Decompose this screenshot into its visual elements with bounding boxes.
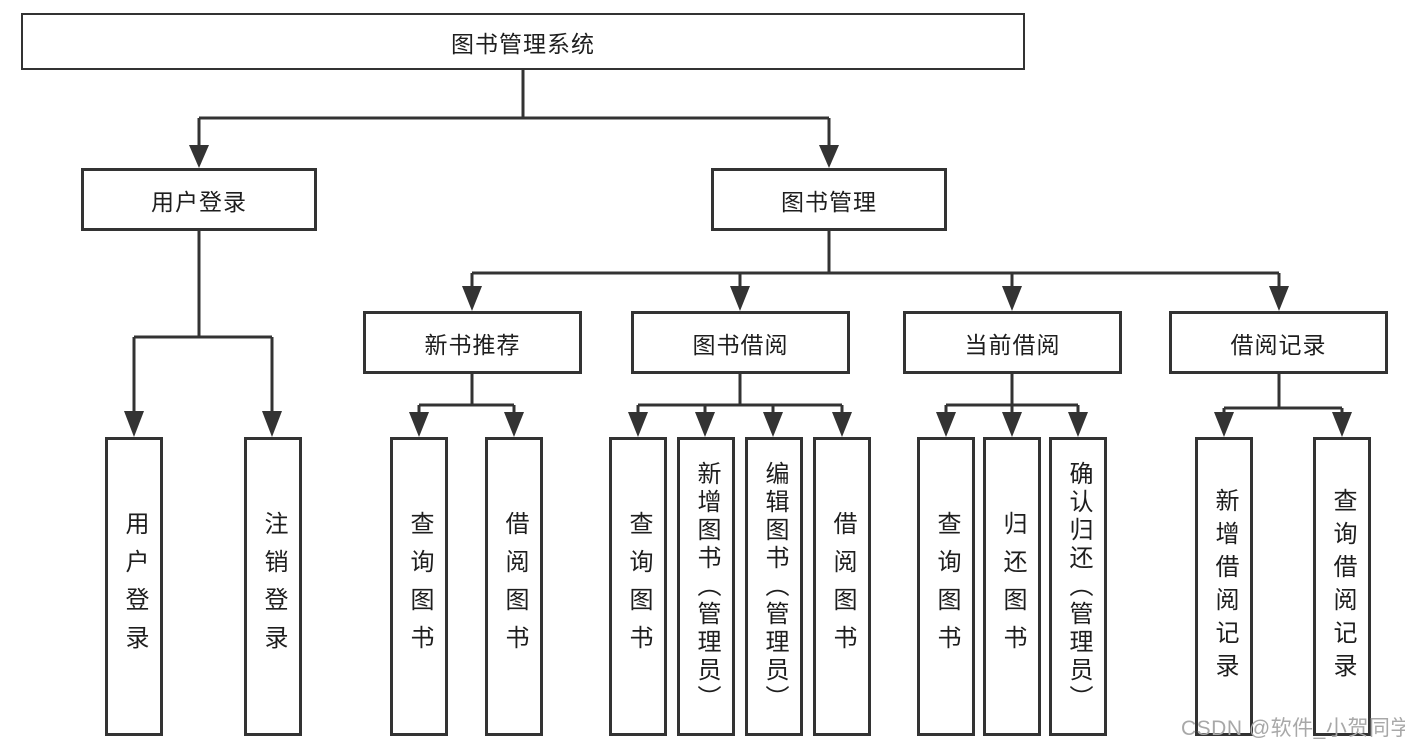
leaf-bb-edit-books-admin: 编辑图书（管理员） [745, 437, 803, 736]
leaf-bb-query-books: 查询图书 [609, 437, 667, 736]
leaf-br-add-record: 新增借阅记录 [1195, 437, 1253, 736]
leaf-br-add-record-label: 新增借阅记录 [1211, 487, 1238, 686]
leaf-user-login: 用户登录 [105, 437, 163, 736]
node-user-login: 用户登录 [81, 168, 317, 231]
node-new-book-recommend: 新书推荐 [363, 311, 582, 374]
leaf-bb-borrow-books: 借阅图书 [813, 437, 871, 736]
node-borrow-records: 借阅记录 [1169, 311, 1388, 374]
leaf-cb-query-books: 查询图书 [917, 437, 975, 736]
leaf-cb-return-books-label: 归还图书 [999, 510, 1026, 663]
node-book-borrow-label: 图书借阅 [692, 331, 789, 358]
leaf-bb-add-books-admin-label: 新增图书（管理员） [693, 460, 720, 713]
leaf-bb-borrow-books-label: 借阅图书 [829, 510, 856, 663]
leaf-br-query-record: 查询借阅记录 [1313, 437, 1371, 736]
leaf-cb-return-books: 归还图书 [983, 437, 1041, 736]
node-book-borrow: 图书借阅 [631, 311, 850, 374]
leaf-logout-label: 注销登录 [260, 510, 287, 663]
node-current-borrow: 当前借阅 [903, 311, 1122, 374]
leaf-bb-add-books-admin: 新增图书（管理员） [677, 437, 735, 736]
csdn-watermark: CSDN @软件_小贺同学 [1181, 717, 1405, 740]
leaf-cb-query-books-label: 查询图书 [933, 510, 960, 663]
node-current-borrow-label: 当前借阅 [964, 331, 1061, 358]
node-library-system: 图书管理系统 [21, 13, 1025, 70]
node-borrow-records-label: 借阅记录 [1230, 331, 1327, 358]
leaf-user-login-label: 用户登录 [121, 510, 148, 663]
leaf-cb-confirm-return-admin-label: 确认归还（管理员） [1065, 460, 1092, 713]
leaf-nb-borrow-books: 借阅图书 [485, 437, 543, 736]
leaf-logout: 注销登录 [244, 437, 302, 736]
leaf-nb-query-books-label: 查询图书 [406, 510, 433, 663]
leaf-cb-confirm-return-admin: 确认归还（管理员） [1049, 437, 1107, 736]
node-book-management: 图书管理 [711, 168, 947, 231]
node-book-management-label: 图书管理 [781, 188, 877, 215]
leaf-br-query-record-label: 查询借阅记录 [1329, 487, 1356, 686]
node-user-login-label: 用户登录 [151, 188, 247, 215]
node-new-book-recommend-label: 新书推荐 [424, 331, 521, 358]
leaf-nb-query-books: 查询图书 [390, 437, 448, 736]
leaf-bb-edit-books-admin-label: 编辑图书（管理员） [761, 460, 788, 713]
leaf-bb-query-books-label: 查询图书 [625, 510, 652, 663]
leaf-nb-borrow-books-label: 借阅图书 [501, 510, 528, 663]
node-library-system-label: 图书管理系统 [451, 30, 595, 57]
